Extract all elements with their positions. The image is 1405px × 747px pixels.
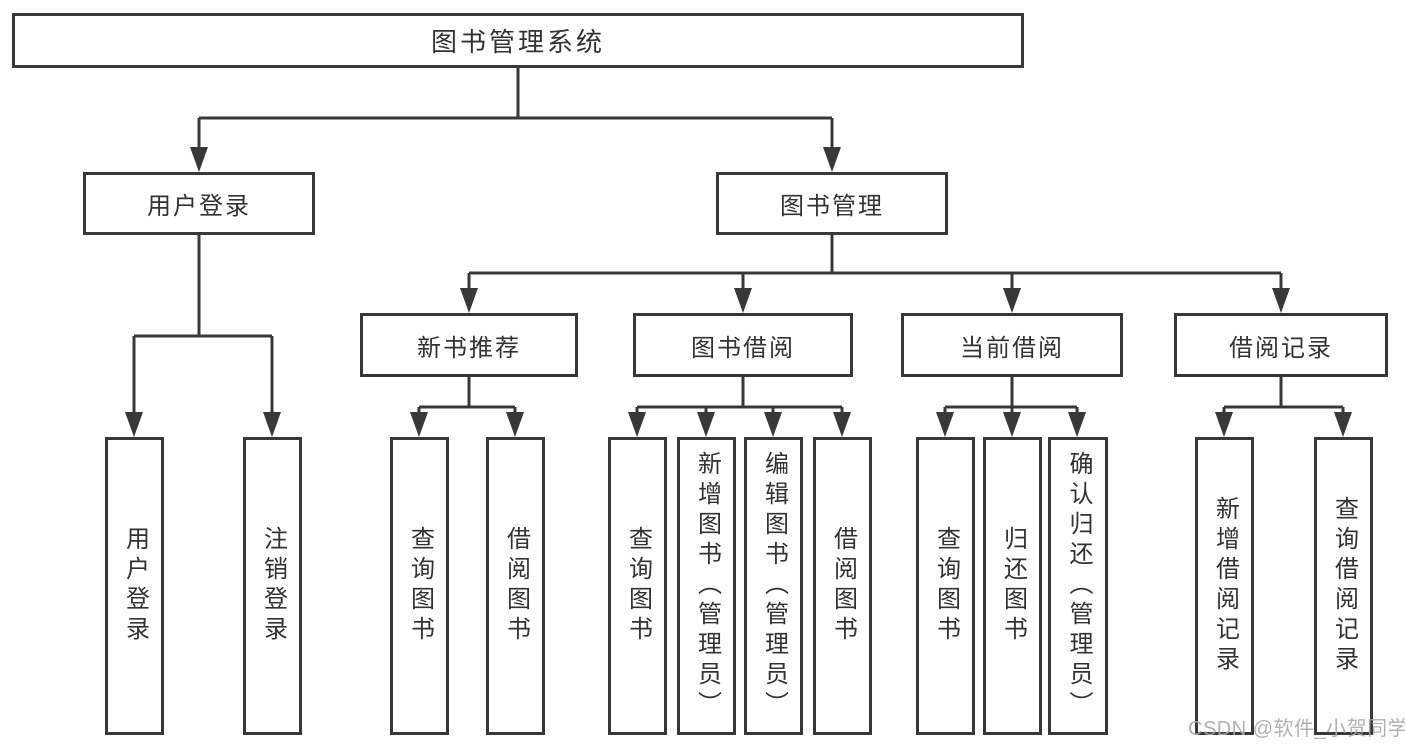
leaf-query-books-recommend: 查询图书 [390,437,449,735]
leaf-query-borrow-record-label: 查询借阅记录 [1330,496,1358,676]
csdn-watermark: CSDN @软件_小贺同学 [1188,718,1405,740]
leaf-query-books-borrow-label: 查询图书 [624,526,652,646]
leaf-query-books-recommend-label: 查询图书 [406,526,434,646]
leaf-add-books-admin: 新增图书（管理员） [677,437,736,735]
node-root-library-system: 图书管理系统 [12,13,1024,68]
node-new-book-recommend: 新书推荐 [360,313,578,377]
node-book-borrow: 图书借阅 [633,313,853,377]
leaf-return-books-label: 归还图书 [999,526,1027,646]
leaf-user-login-label: 用户登录 [121,526,149,646]
leaf-logout: 注销登录 [243,437,302,735]
leaf-add-borrow-record-label: 新增借阅记录 [1211,496,1239,676]
leaf-user-login: 用户登录 [105,437,164,735]
leaf-add-borrow-record: 新增借阅记录 [1195,437,1254,735]
leaf-borrow-books: 借阅图书 [813,437,872,735]
node-borrow-records: 借阅记录 [1174,313,1388,377]
leaf-borrow-books-recommend-label: 借阅图书 [502,526,530,646]
leaf-query-books-current: 查询图书 [916,437,975,735]
leaf-add-books-admin-label: 新增图书（管理员） [693,451,721,721]
leaf-query-books-current-label: 查询图书 [932,526,960,646]
node-current-borrow: 当前借阅 [901,313,1123,377]
leaf-confirm-return-admin-label: 确认归还（管理员） [1065,451,1092,721]
leaf-logout-label: 注销登录 [259,526,287,646]
leaf-edit-books-admin-label: 编辑图书（管理员） [760,451,788,721]
leaf-edit-books-admin: 编辑图书（管理员） [744,437,803,735]
leaf-confirm-return-admin: 确认归还（管理员） [1048,437,1108,735]
leaf-return-books: 归还图书 [983,437,1042,735]
leaf-query-books-borrow: 查询图书 [608,437,667,735]
node-user-login: 用户登录 [83,172,315,235]
leaf-query-borrow-record: 查询借阅记录 [1314,437,1373,735]
node-book-management: 图书管理 [716,172,948,235]
leaf-borrow-books-recommend: 借阅图书 [486,437,545,735]
arrowheads [125,147,1352,437]
leaf-borrow-books-label: 借阅图书 [829,526,857,646]
